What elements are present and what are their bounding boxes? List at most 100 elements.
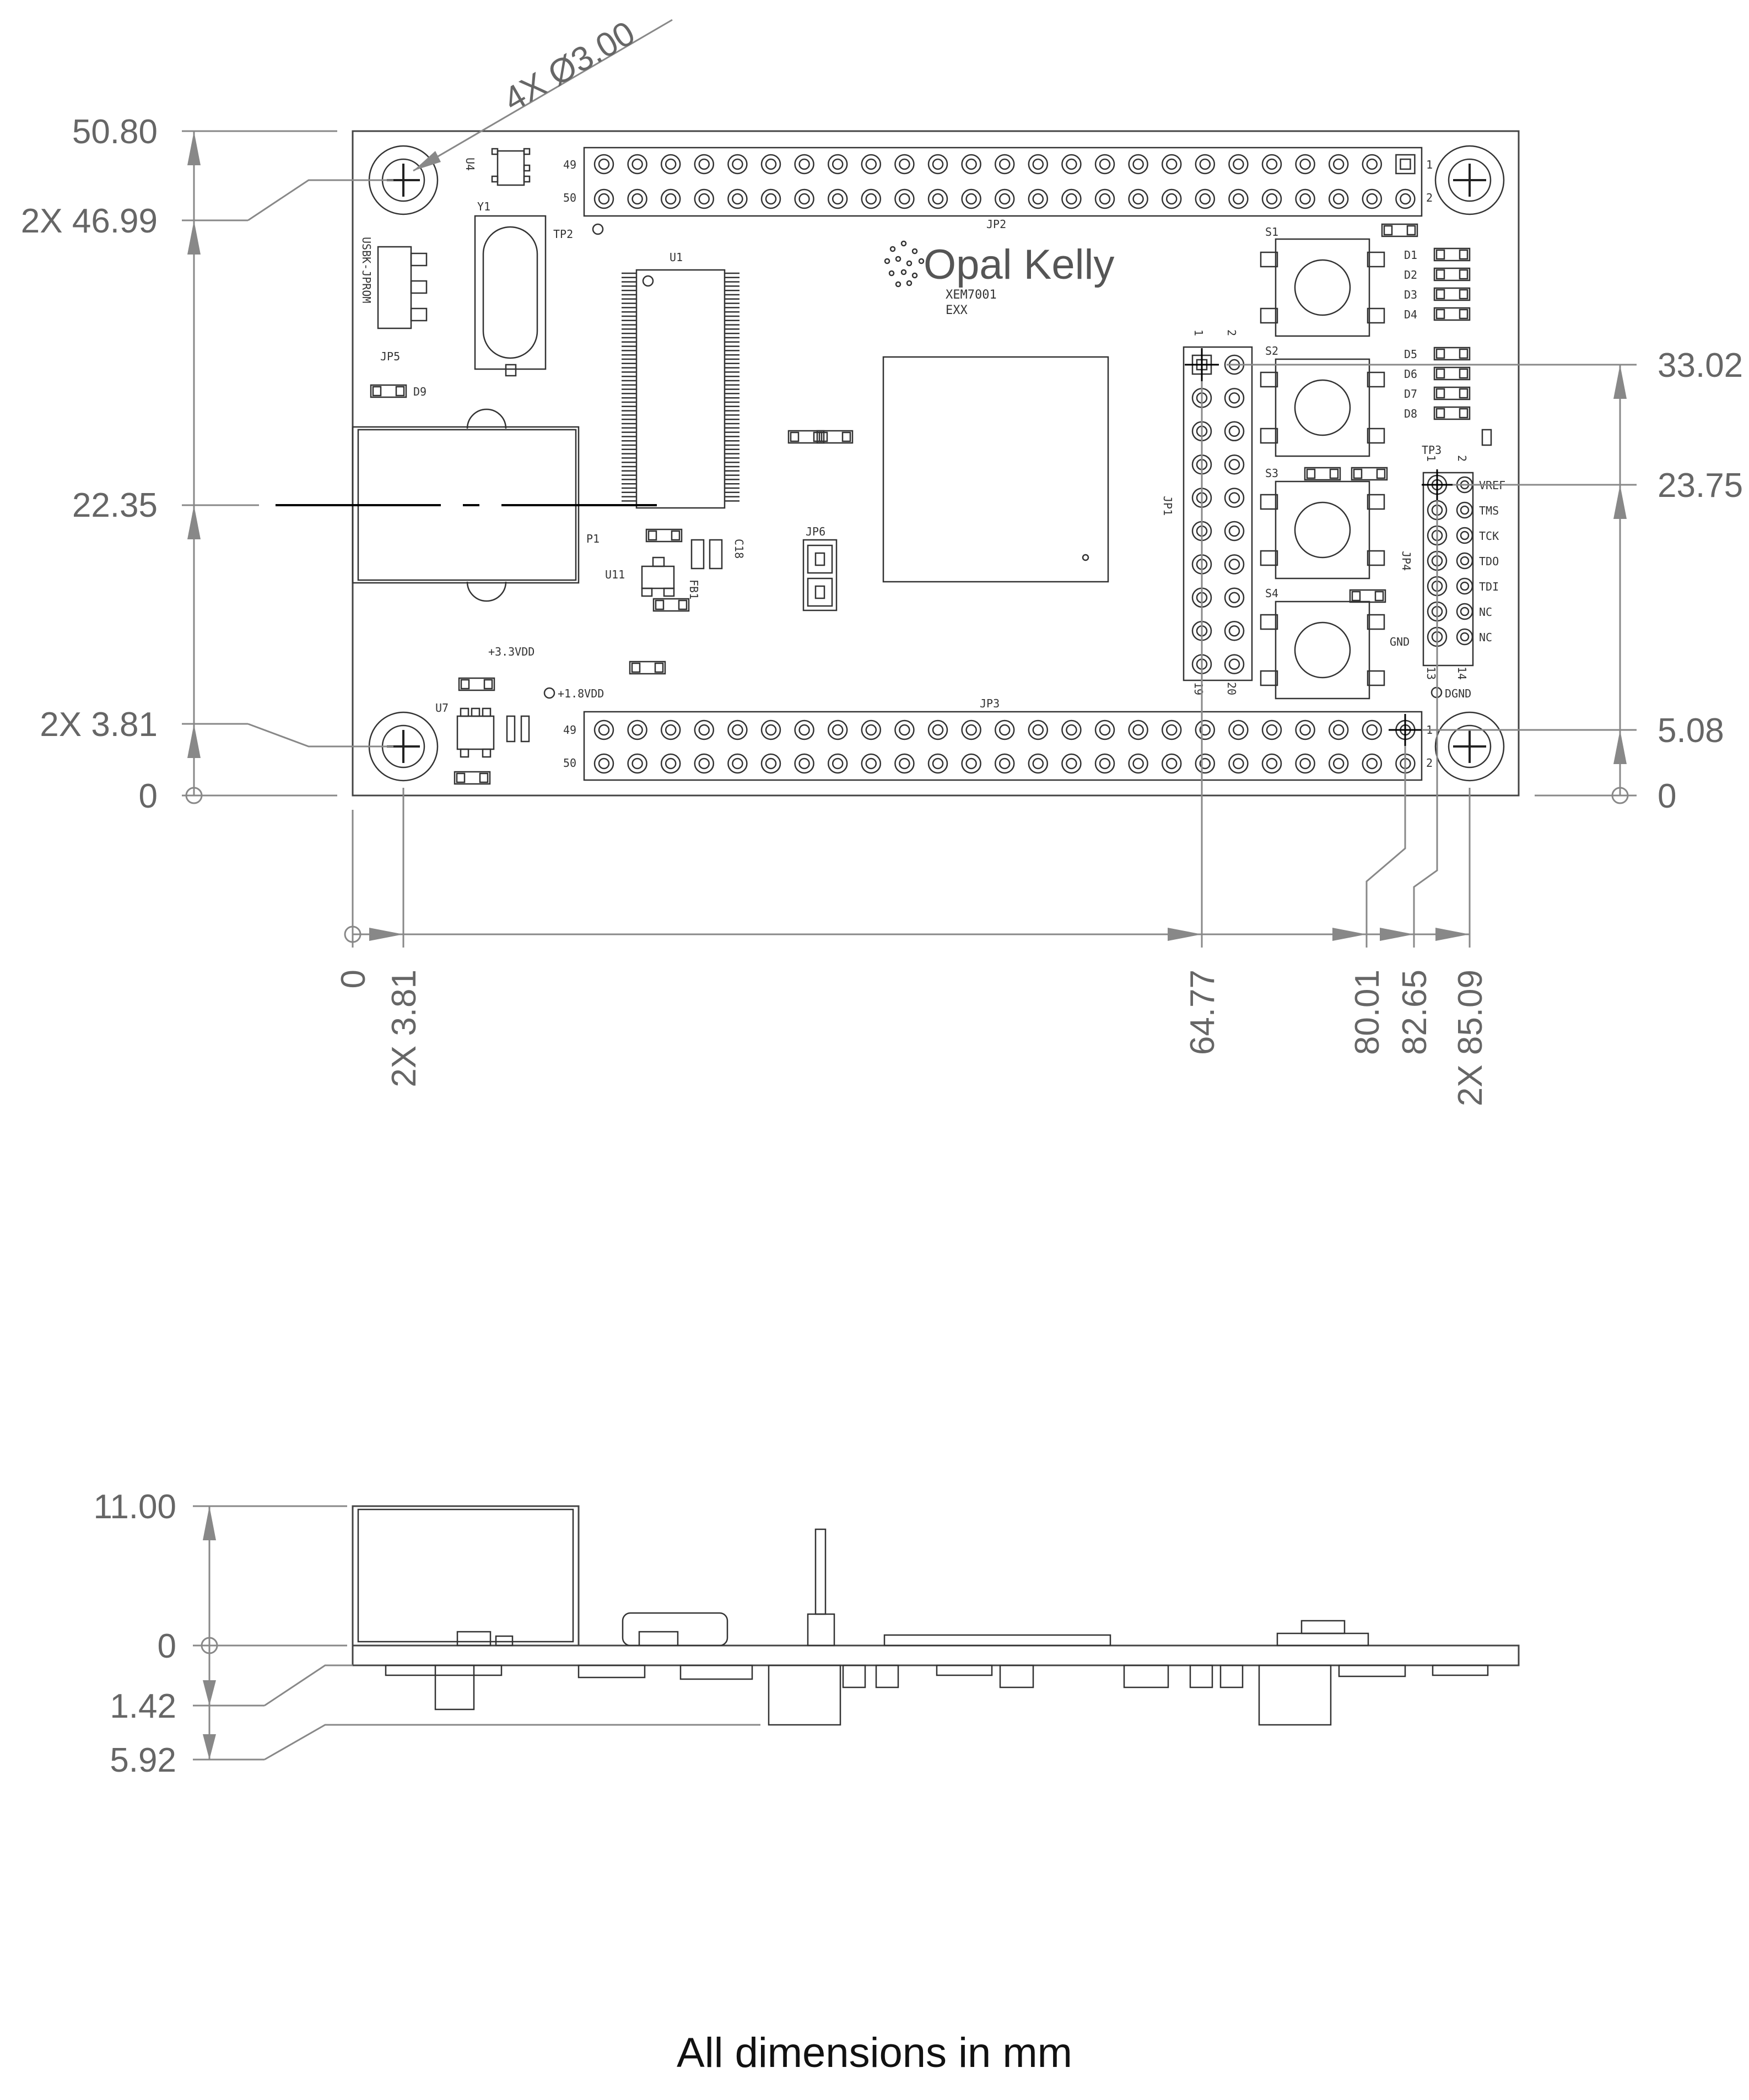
chip-u11: [641, 556, 675, 597]
pcb-outline: [352, 130, 1520, 797]
label-jp4: JP4: [1400, 551, 1413, 571]
label-jp2-pin1: 1: [1426, 158, 1433, 171]
side-usb-connector: [352, 1505, 580, 1647]
side-button: [1276, 1632, 1369, 1647]
pin1-markers: [1185, 348, 1453, 746]
dim-right-33-02: 33.02: [1658, 347, 1743, 385]
fpga-chip: [882, 356, 1109, 583]
label-d4: D4: [1404, 308, 1417, 321]
chip-u7: [456, 707, 495, 758]
label-dgnd: DGND: [1445, 687, 1471, 700]
silkscreen-labels: JP2 JP3 JP1 JP4 JP5 JP6 U1 U4 U7 U11 Y1 …: [360, 158, 1505, 770]
label-3v3: +3.3VDD: [488, 645, 535, 658]
dim-bottom-85-09: 2X 85.09: [1451, 970, 1489, 1106]
label-jtag-tms: TMS: [1479, 504, 1499, 517]
dim-right-0: 0: [1658, 777, 1676, 815]
hole-callout-text: 4X Ø3.00: [498, 14, 641, 119]
label-jp5: JP5: [380, 350, 400, 363]
label-u4: U4: [463, 158, 477, 171]
label-jp6: JP6: [806, 525, 825, 538]
label-jp2: JP2: [986, 218, 1006, 231]
label-d5: D5: [1404, 348, 1417, 361]
label-jp2-pin50: 50: [563, 191, 576, 204]
label-s2: S2: [1265, 344, 1278, 358]
crystal-y1: [474, 215, 547, 377]
label-jtag-tdo: TDO: [1479, 555, 1499, 568]
dimensions-right: 33.02 23.75 5.08 0: [1227, 347, 1743, 815]
label-jtag-tdi: TDI: [1479, 580, 1499, 593]
dim-left-3-81: 2X 3.81: [40, 706, 158, 744]
label-gnd: GND: [1390, 635, 1410, 648]
label-jp2-pin49: 49: [563, 158, 576, 171]
side-bottom-parts: [385, 1664, 1489, 1726]
label-s1: S1: [1265, 225, 1278, 239]
dim-bottom-82-65: 82.65: [1396, 970, 1434, 1055]
label-jp1-pin1: 1: [1192, 329, 1205, 336]
label-y1: Y1: [477, 200, 490, 213]
side-dimensions: 11.00 0 1.42 5.92: [93, 1488, 760, 1779]
dim-bottom-3-81: 2X 3.81: [385, 970, 423, 1087]
label-jp4-pin14: 14: [1455, 667, 1469, 680]
label-1v8: +1.8VDD: [558, 687, 604, 700]
label-jp3-pin50: 50: [563, 756, 576, 770]
jp3-pins: [593, 719, 1416, 774]
brand-name: Opal Kelly: [924, 241, 1114, 288]
label-jtag-nc: NC: [1479, 605, 1492, 619]
label-d1: D1: [1404, 248, 1417, 262]
smd-parts: [370, 223, 1492, 785]
label-jp1-pin2: 2: [1225, 329, 1238, 336]
header-jp3: [583, 711, 1423, 781]
label-d8: D8: [1404, 407, 1417, 420]
header-jp6: [802, 539, 838, 611]
dim-side-5-92: 5.92: [110, 1741, 176, 1779]
test-point-tp2: [592, 223, 604, 235]
label-jp3-pin2: 2: [1426, 756, 1433, 770]
label-jp2-pin2: 2: [1426, 191, 1433, 204]
label-jp3: JP3: [980, 697, 1000, 710]
dimensions-left: 50.80 2X 46.99 22.35 2X 3.81 0: [21, 113, 393, 815]
label-d9: D9: [413, 385, 427, 398]
label-usb: USBK-JPROM: [360, 237, 373, 303]
side-fpga: [883, 1634, 1111, 1647]
header-jp2: [583, 147, 1423, 217]
chip-u1: [622, 269, 739, 509]
dim-right-23-75: 23.75: [1658, 467, 1743, 505]
side-view: 11.00 0 1.42 5.92: [93, 1488, 1520, 1779]
label-s3: S3: [1265, 467, 1278, 480]
label-jp4-pin13: 13: [1424, 667, 1438, 680]
dim-left-0: 0: [139, 777, 158, 815]
side-pcb: [352, 1644, 1520, 1666]
label-u1: U1: [670, 251, 683, 264]
dim-left-22-35: 22.35: [72, 486, 158, 524]
dim-left-50-80: 50.80: [72, 113, 158, 151]
top-view: Opal Kelly XEM7001 EXX JP2 JP3 JP1 JP4 J…: [21, 14, 1743, 1106]
label-d6: D6: [1404, 367, 1417, 381]
dim-left-46-99: 2X 46.99: [21, 202, 158, 240]
label-tp2: TP2: [553, 228, 573, 241]
label-jp1-pin19: 19: [1192, 682, 1205, 695]
dim-bottom-80-01: 80.01: [1348, 970, 1386, 1055]
jp2-pins: [593, 154, 1416, 209]
units-caption: All dimensions in mm: [677, 2029, 1072, 2076]
side-jumper-pin: [807, 1613, 835, 1647]
label-jp1-pin20: 20: [1225, 682, 1238, 695]
label-fb1: FB1: [687, 580, 700, 599]
opal-kelly-logo: Opal Kelly XEM7001 EXX: [884, 240, 1114, 317]
label-jtag-nc: NC: [1479, 631, 1492, 644]
test-point-v18: [543, 687, 555, 699]
label-tp3: TP3: [1422, 443, 1442, 457]
label-jp1: JP1: [1161, 496, 1174, 516]
dimensions-bottom: 0 2X 3.81 64.77 80.01 82.65 2X 85.09: [334, 381, 1489, 1106]
header-jp4: [1422, 472, 1474, 667]
jp4-pins: [1427, 474, 1473, 647]
label-jp3-pin49: 49: [563, 723, 576, 737]
dim-side-11-00: 11.00: [93, 1488, 176, 1526]
label-u11: U11: [605, 568, 625, 581]
label-jtag-tck: TCK: [1479, 529, 1499, 543]
product-model: XEM7001: [946, 288, 997, 302]
dim-bottom-64-77: 64.77: [1184, 970, 1222, 1055]
label-p1: P1: [586, 532, 600, 545]
header-jp5: [377, 246, 428, 329]
